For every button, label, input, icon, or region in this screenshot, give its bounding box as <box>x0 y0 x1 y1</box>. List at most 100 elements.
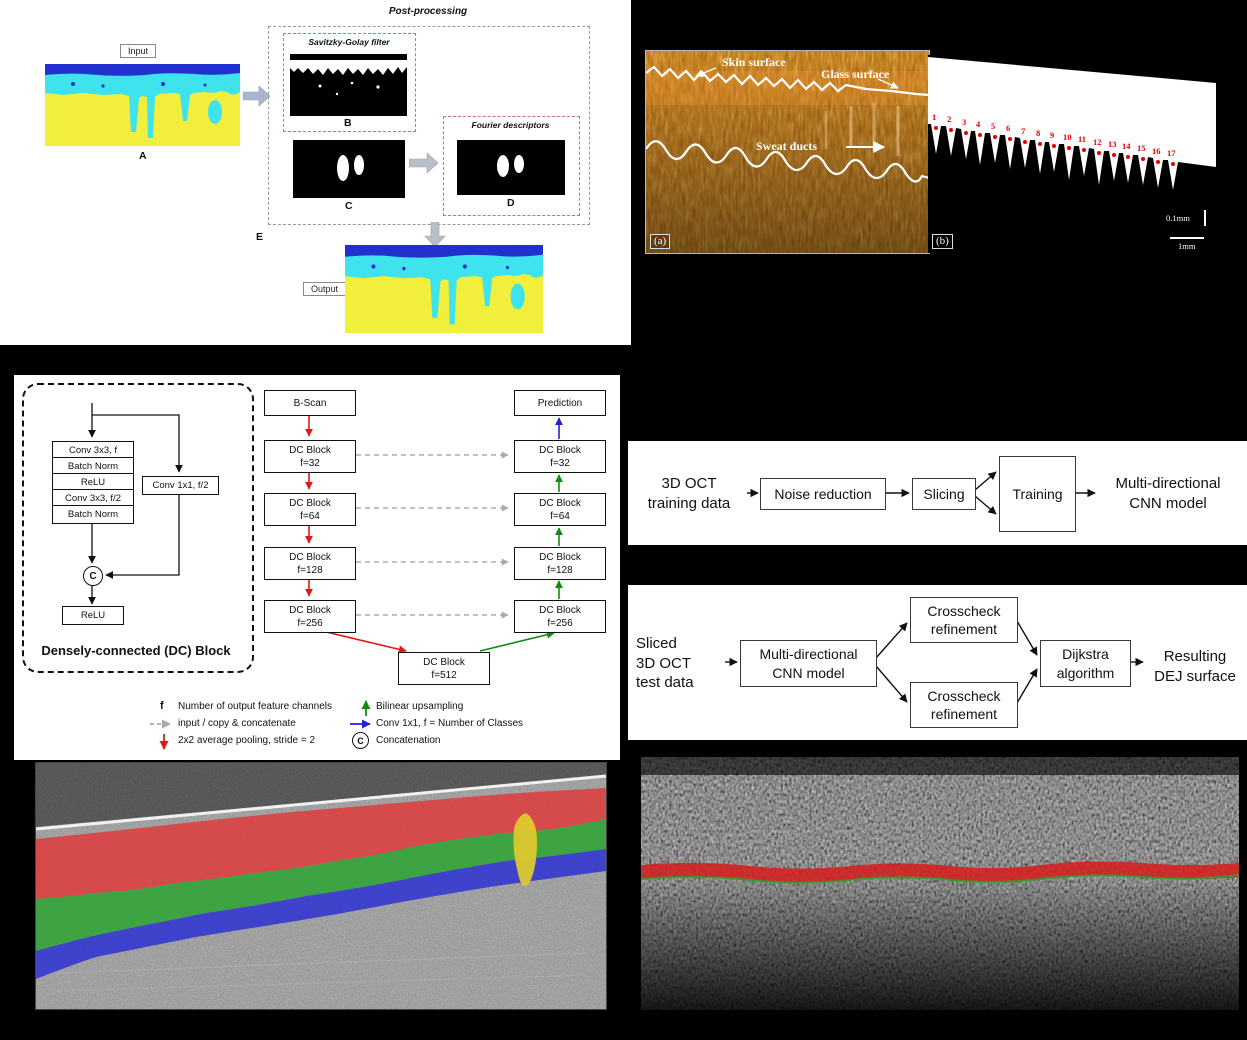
box-filters: f=64 <box>550 510 570 522</box>
cnn-architecture-figure: Conv 3x3, f Batch Norm ReLU Conv 3x3, f/… <box>14 375 620 760</box>
binary-surface-graphic <box>290 54 407 116</box>
duct-number: 2 <box>947 114 952 124</box>
layer-label: Conv 3x3, f <box>68 444 118 456</box>
box-filters: f=32 <box>550 457 570 469</box>
label-d: D <box>507 197 515 209</box>
box-label-line1: Multi-directional <box>759 646 858 663</box>
input-tag: Input <box>120 44 157 58</box>
concatenation-node: C <box>83 566 103 586</box>
layer-label: Batch Norm <box>67 460 119 472</box>
box-label-line1: Crosscheck <box>927 687 1001 704</box>
box-label: DC Block <box>539 604 581 616</box>
dej-result-graphic <box>641 757 1239 1010</box>
box-label: DC Block <box>423 656 465 668</box>
training-output-text: Multi-directional CNN model <box>1098 474 1238 513</box>
box-filters: f=32 <box>300 457 320 469</box>
fourier-ducts-image <box>457 140 565 195</box>
training-output-line2: CNN model <box>1129 494 1207 512</box>
block-arrow-down-icon <box>424 222 446 248</box>
legend-upsampling-text: Bilinear upsampling <box>376 701 464 712</box>
box-label-line2: refinement <box>930 706 998 722</box>
test-output-line2: DEJ surface <box>1154 667 1236 685</box>
block-arrow-right-icon <box>243 85 271 107</box>
scale-small-label: 0.1mm <box>1166 213 1190 223</box>
box-filters: f=128 <box>547 564 573 576</box>
duct-number: 8 <box>1036 128 1041 138</box>
fourier-descriptors-box <box>443 116 580 216</box>
oct-b-graphic <box>928 55 1216 253</box>
duct-number: 13 <box>1108 139 1117 149</box>
relu-out-box: ReLU <box>62 606 124 625</box>
segmentation-graphic <box>45 64 240 146</box>
block-arrow-right-icon <box>409 152 439 174</box>
box-label: Prediction <box>537 397 583 409</box>
savitzky-golay-title: Savitzky-Golay filter <box>308 37 390 47</box>
box-label: DC Block <box>289 497 331 509</box>
legend-concat-text: Concatenation <box>376 735 441 746</box>
duct-number: 15 <box>1137 143 1146 153</box>
layer-label: Conv 1x1, f/2 <box>152 479 209 491</box>
duct-number: 7 <box>1021 126 1026 136</box>
ducts-binary-graphic <box>293 140 405 198</box>
legend-f-text: Number of output feature channels <box>178 701 332 712</box>
oct-image-a: Skin surface Glass surface Sweat ducts (… <box>645 50 930 254</box>
training-output-line1: Multi-directional <box>1115 475 1221 492</box>
legend-copy-text: input / copy & concatenate <box>178 718 296 729</box>
oct-binary-image-b: 1 2 3 4 5 6 7 8 9 10 11 12 13 14 15 16 1… <box>928 55 1216 253</box>
training-input-line2: training data <box>647 494 731 512</box>
scale-big-label: 1mm <box>1178 241 1196 251</box>
output-segmentation-image <box>345 245 543 333</box>
box-label: Slicing <box>923 485 965 502</box>
training-input-text: 3D OCT training data <box>632 474 746 513</box>
ducts-binary-image <box>293 140 405 198</box>
training-input-line1: 3D OCT <box>661 475 717 492</box>
duct-number: 3 <box>962 117 967 127</box>
duct-number: 12 <box>1093 137 1102 147</box>
duct-number: 16 <box>1152 146 1161 156</box>
label-b: B <box>344 117 352 129</box>
label-e: E <box>256 231 264 243</box>
duct-number: 5 <box>991 121 996 131</box>
fourier-ducts-graphic <box>457 140 565 195</box>
box-label: Training <box>1012 485 1063 502</box>
testing-flow-arrows <box>725 620 1144 704</box>
box-label: DC Block <box>539 444 581 456</box>
duct-number: 14 <box>1122 141 1131 151</box>
box-filters: f=64 <box>300 510 320 522</box>
panel-a-tag: (a) <box>650 234 671 249</box>
legend-f-symbol: f <box>160 700 164 712</box>
box-label-line2: algorithm <box>1056 664 1115 681</box>
slicing-box: Slicing <box>912 478 976 510</box>
bscan-box: B-Scan <box>264 390 356 416</box>
testing-pipeline-figure: Sliced 3D OCT test data Multi-directiona… <box>628 585 1247 740</box>
duct-number: 17 <box>1167 148 1176 158</box>
box-label: DC Block <box>289 551 331 563</box>
savitzky-golay-box <box>283 33 416 132</box>
duct-number: 6 <box>1006 123 1011 133</box>
training-box: Training <box>999 456 1076 532</box>
noise-reduction-box: Noise reduction <box>760 478 886 510</box>
legend-pooling-text: 2x2 average pooling, stride = 2 <box>178 735 316 746</box>
box-label: DC Block <box>289 444 331 456</box>
postprocessing-title: Post-processing <box>388 6 468 17</box>
box-label-line2: refinement <box>930 621 998 637</box>
output-tag: Output <box>303 282 347 296</box>
training-pipeline-figure: 3D OCT training data Noise reduction Sli… <box>628 441 1247 545</box>
test-output-line1: Resulting <box>1163 648 1227 665</box>
layer-label: ReLU <box>80 609 106 621</box>
test-output-text: Resulting DEJ surface <box>1146 647 1244 686</box>
duct-number: 4 <box>976 119 981 129</box>
crosscheck-bottom-box: Crosscheck refinement <box>910 682 1018 728</box>
box-filters: f=256 <box>297 617 323 629</box>
architecture-arrows <box>88 403 563 750</box>
label-c: C <box>345 200 353 212</box>
test-input-text: Sliced 3D OCT test data <box>636 634 726 693</box>
scale-small-bar <box>1204 210 1206 226</box>
